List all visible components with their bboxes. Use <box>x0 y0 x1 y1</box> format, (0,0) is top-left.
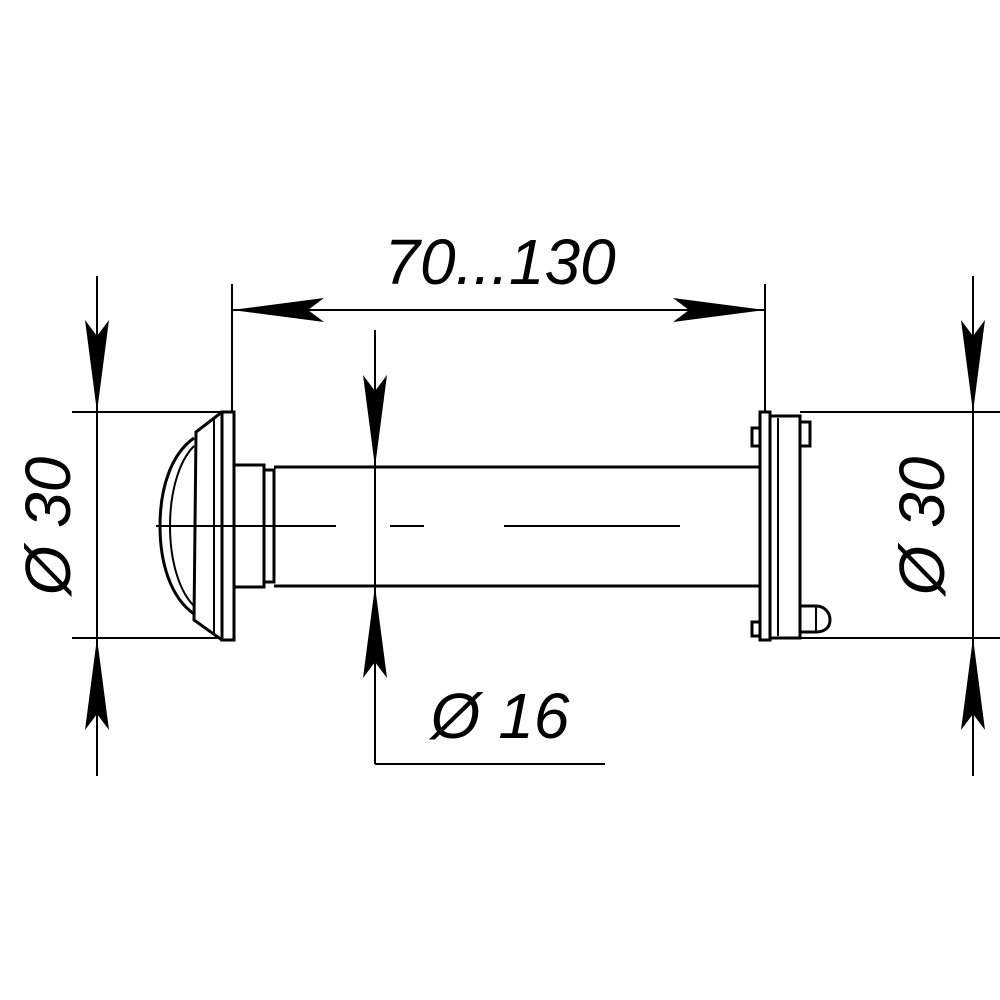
viewer-tube <box>274 465 760 588</box>
right-diameter-dimension: Ø 30 <box>770 276 1000 776</box>
length-dimension: 70...130 <box>231 226 766 412</box>
viewer-eyepiece <box>750 410 832 642</box>
tube-diameter-dimension: Ø 16 <box>363 330 605 765</box>
left-diameter-label: Ø 30 <box>12 456 84 597</box>
tube-diameter-label: Ø 16 <box>429 680 570 752</box>
right-diameter-label: Ø 30 <box>886 456 958 597</box>
length-dimension-label: 70...130 <box>384 226 616 298</box>
left-diameter-dimension: Ø 30 <box>12 276 232 776</box>
door-viewer-part <box>156 410 832 642</box>
